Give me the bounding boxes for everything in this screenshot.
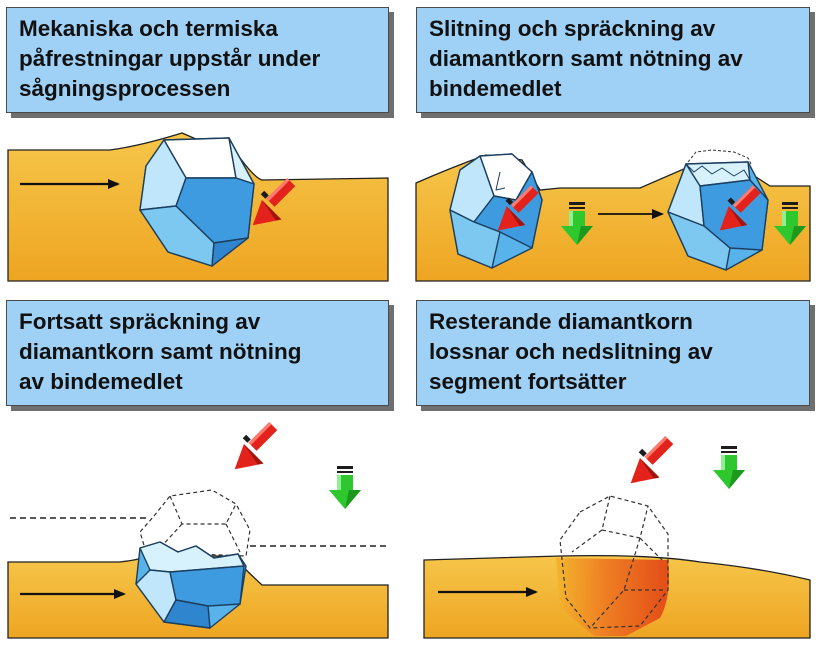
caption-panel-3: Fortsatt spräckning av diamantkorn samt …	[6, 300, 389, 406]
diamond-outline	[139, 489, 251, 557]
panel-3-scene	[7, 422, 389, 639]
worn-diamond-zone	[556, 558, 669, 636]
force-arrow	[630, 436, 674, 484]
force-arrow	[234, 422, 278, 470]
fragment-outline	[687, 149, 753, 167]
caption-panel-4: Resterande diamantkorn lossnar och nedsl…	[416, 300, 810, 406]
diamond-grain-cracked	[135, 541, 247, 629]
diamond-outline	[559, 495, 669, 629]
wear-arrow	[713, 446, 745, 489]
caption-panel-2: Slitning och spräckning av diamantkorn s…	[416, 7, 810, 113]
panel-2-scene	[415, 149, 811, 282]
panel-4-scene	[423, 436, 811, 639]
wear-arrow	[329, 466, 361, 509]
caption-panel-1: Mekaniska och termiska påfrestningar upp…	[6, 7, 389, 113]
panel-1-scene	[7, 132, 389, 282]
diamond-grain	[139, 137, 255, 267]
